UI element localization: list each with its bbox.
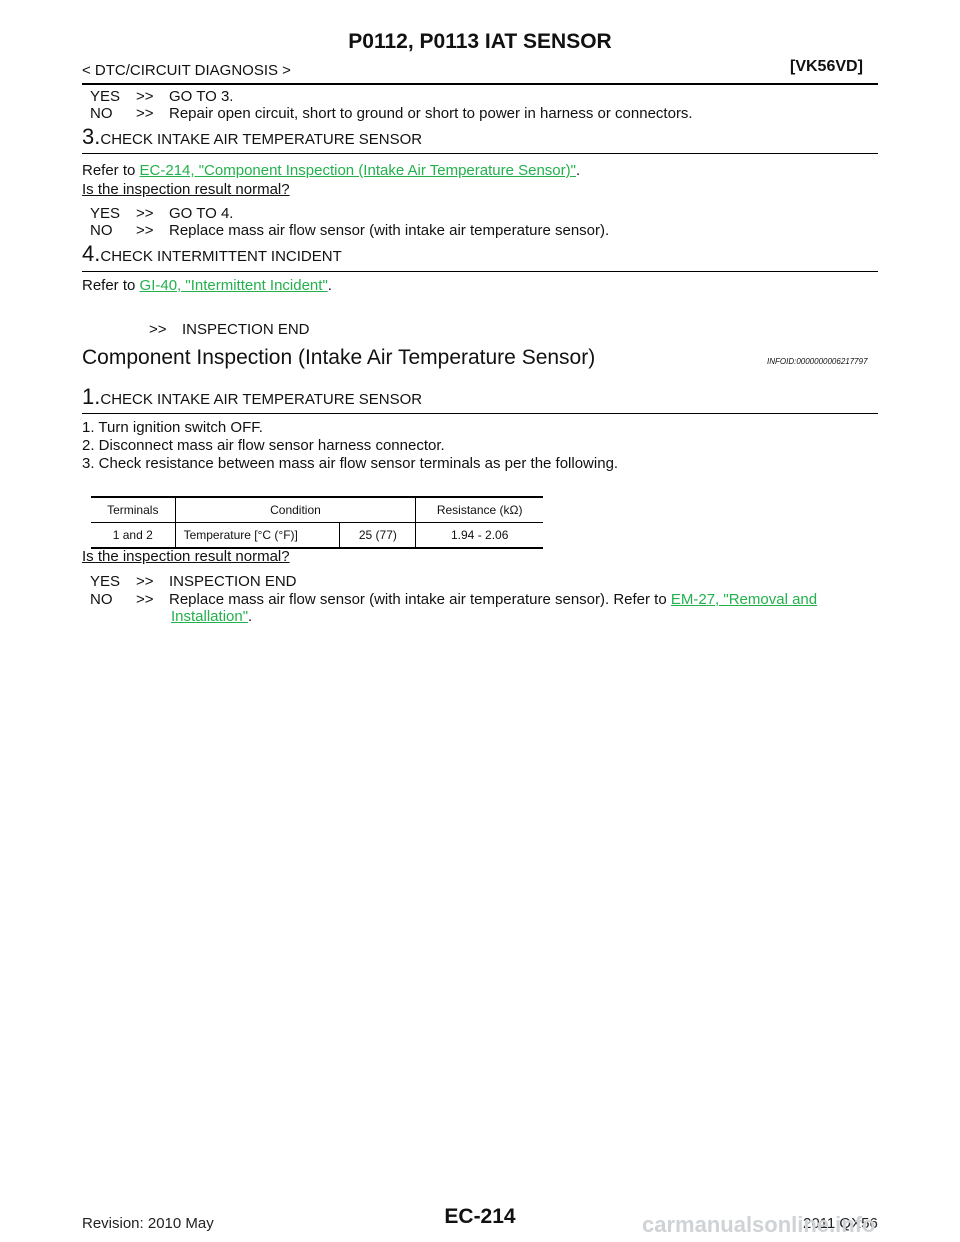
removal-installation-link-cont[interactable]: Installation" (171, 608, 249, 625)
step2-no-line: NO>>Repair open circuit, short to ground… (90, 105, 693, 122)
header-terminals: Terminals (91, 498, 176, 523)
component-no-line-cont: Installation". (171, 608, 253, 625)
component-yes-line: YES>>INSPECTION END (90, 573, 297, 590)
header-condition: Condition (175, 498, 417, 523)
component-no-line: NO>>Replace mass air flow sensor (with i… (90, 591, 818, 608)
cell-terminals: 1 and 2 (91, 522, 176, 547)
cell-resistance: 1.94 - 2.06 (415, 522, 543, 547)
step2-yes-line: YES>>GO TO 3. (90, 88, 234, 105)
spec-table: Terminals Condition Resistance (kΩ) 1 an… (91, 498, 543, 547)
table-bottom-rule (91, 547, 543, 549)
procedure-item-1: 1. Turn ignition switch OFF. (82, 419, 263, 436)
step3-divider (82, 153, 878, 154)
header-resistance: Resistance (kΩ) (436, 503, 523, 517)
step4-divider (82, 271, 878, 272)
cell-temperature: 25 (77) (339, 522, 417, 547)
page-title: P0112, P0113 IAT SENSOR (348, 30, 612, 53)
header-divider (82, 83, 878, 85)
engine-code: [VK56VD] (790, 58, 863, 75)
procedure-item-3: 3. Check resistance between mass air flo… (82, 455, 619, 472)
step4-heading: 4.CHECK INTERMITTENT INCIDENT (82, 241, 342, 266)
page-number: EC-214 (444, 1205, 516, 1228)
resistance-spec-table: Terminals Condition Resistance (kΩ) 1 an… (91, 496, 543, 549)
step3-heading: 3.CHECK INTAKE AIR TEMPERATURE SENSOR (82, 124, 423, 149)
step4-refer: Refer to GI-40, "Intermittent Incident". (82, 277, 332, 294)
model-label: 2011 QX56 (803, 1215, 878, 1232)
revision-label: Revision: 2010 May (82, 1215, 214, 1232)
section-label: < DTC/CIRCUIT DIAGNOSIS > (82, 62, 291, 79)
component-inspection-link[interactable]: EC-214, "Component Inspection (Intake Ai… (139, 162, 576, 179)
component-step1-heading: 1.CHECK INTAKE AIR TEMPERATURE SENSOR (82, 384, 423, 409)
step3-yes-line: YES>>GO TO 4. (90, 205, 234, 222)
step3-refer: Refer to EC-214, "Component Inspection (… (82, 162, 581, 179)
step3-no-line: NO>>Replace mass air flow sensor (with i… (90, 222, 610, 239)
removal-installation-link[interactable]: EM-27, "Removal and (670, 591, 818, 608)
watermark: carmanualsonline.info (642, 1212, 876, 1237)
table-row: 1 and 2 Temperature [°C (°F)] 25 (77) 1.… (91, 522, 543, 547)
info-id: INFOID:0000000006217797 (767, 357, 868, 366)
component-step1-divider (82, 413, 878, 414)
step3-question: Is the inspection result normal? (82, 181, 290, 198)
procedure-item-2: 2. Disconnect mass air flow sensor harne… (82, 437, 445, 454)
step4-end-line: >>INSPECTION END (149, 321, 310, 338)
component-question: Is the inspection result normal? (82, 548, 290, 565)
intermittent-incident-link[interactable]: GI-40, "Intermittent Incident" (139, 277, 328, 294)
table-header-row: Terminals Condition Resistance (kΩ) (91, 498, 543, 523)
component-inspection-heading: Component Inspection (Intake Air Tempera… (82, 346, 596, 369)
table-top-rule (91, 496, 543, 498)
cell-condition: Temperature [°C (°F)] (175, 522, 341, 547)
